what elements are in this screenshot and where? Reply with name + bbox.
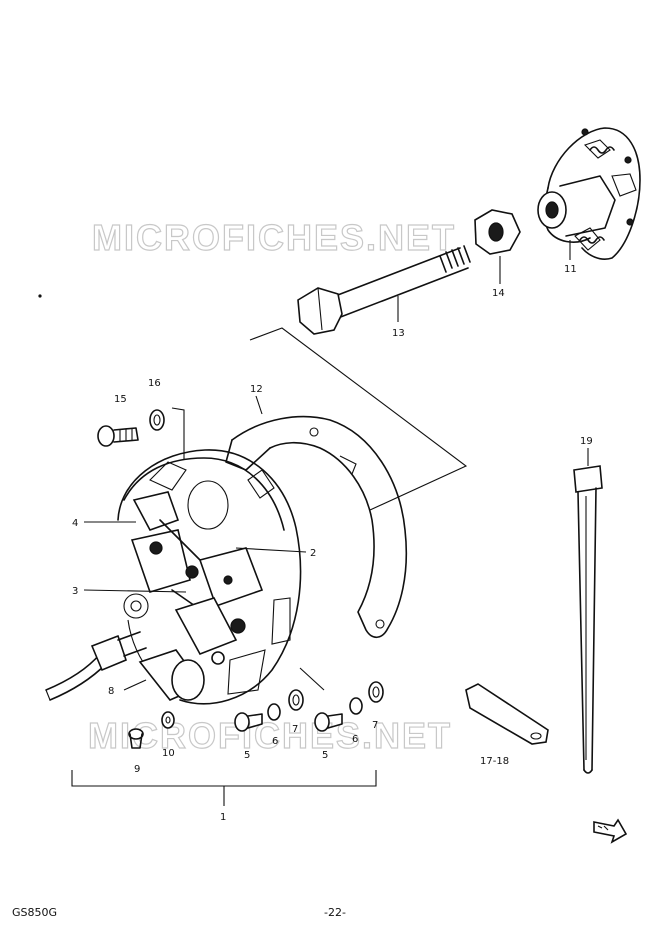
governor-assembly xyxy=(537,127,641,260)
callout-19: 19 xyxy=(580,436,593,447)
callout-16: 16 xyxy=(148,378,161,389)
leader-12 xyxy=(255,395,263,415)
callout-11: 11 xyxy=(564,264,577,275)
cable-band xyxy=(573,465,603,774)
callout-6a: 6 xyxy=(272,736,278,747)
callout-10: 10 xyxy=(162,748,175,759)
callout-7a: 7 xyxy=(292,724,298,735)
callout-5b: 5 xyxy=(322,750,328,761)
footer-page-number: -22- xyxy=(324,906,346,919)
condenser xyxy=(138,597,246,701)
screw-9 xyxy=(128,728,144,749)
contact-breaker xyxy=(130,491,264,609)
callout-7b: 7 xyxy=(372,720,378,731)
screw-5a xyxy=(234,712,263,732)
front-arrow-icon xyxy=(593,818,628,844)
leader-3 xyxy=(83,589,187,593)
watermark-top: MICROFICHES.NET xyxy=(92,217,456,258)
dot-mark xyxy=(38,294,42,298)
callout-9: 9 xyxy=(134,764,140,775)
leader-15-16 xyxy=(171,407,185,460)
nut xyxy=(474,209,521,255)
callout-8: 8 xyxy=(108,686,114,697)
callout-15: 15 xyxy=(114,394,127,405)
callout-2: 2 xyxy=(310,548,316,559)
leader-2 xyxy=(235,547,307,553)
washer-10 xyxy=(161,711,175,729)
watermark-bottom: MICROFICHES.NET xyxy=(88,715,452,756)
callout-14: 14 xyxy=(492,288,505,299)
washer-6a xyxy=(267,703,281,721)
callout-13: 13 xyxy=(392,328,405,339)
washer-6b xyxy=(349,697,363,715)
washer-7b xyxy=(368,681,384,703)
footer-model: GS850G xyxy=(12,906,58,919)
callout-12: 12 xyxy=(250,384,263,395)
leader-8 xyxy=(123,679,147,691)
shield-plate xyxy=(225,415,408,639)
clamp xyxy=(465,683,549,745)
lead-wire xyxy=(45,631,147,701)
washer-16 xyxy=(149,409,165,431)
washer-7a xyxy=(288,689,304,711)
bolt xyxy=(297,245,471,335)
callout-1: 1 xyxy=(220,812,226,823)
callout-6b: 6 xyxy=(352,734,358,745)
callout-17-18: 17-18 xyxy=(480,756,509,767)
screw-5b xyxy=(314,712,343,732)
screw-15 xyxy=(97,425,139,447)
bracket-1 xyxy=(71,770,377,787)
callout-5a: 5 xyxy=(244,750,250,761)
callout-4: 4 xyxy=(72,518,78,529)
leader-5-7 xyxy=(299,667,325,691)
callout-3: 3 xyxy=(72,586,78,597)
leader-bolt xyxy=(249,327,468,511)
